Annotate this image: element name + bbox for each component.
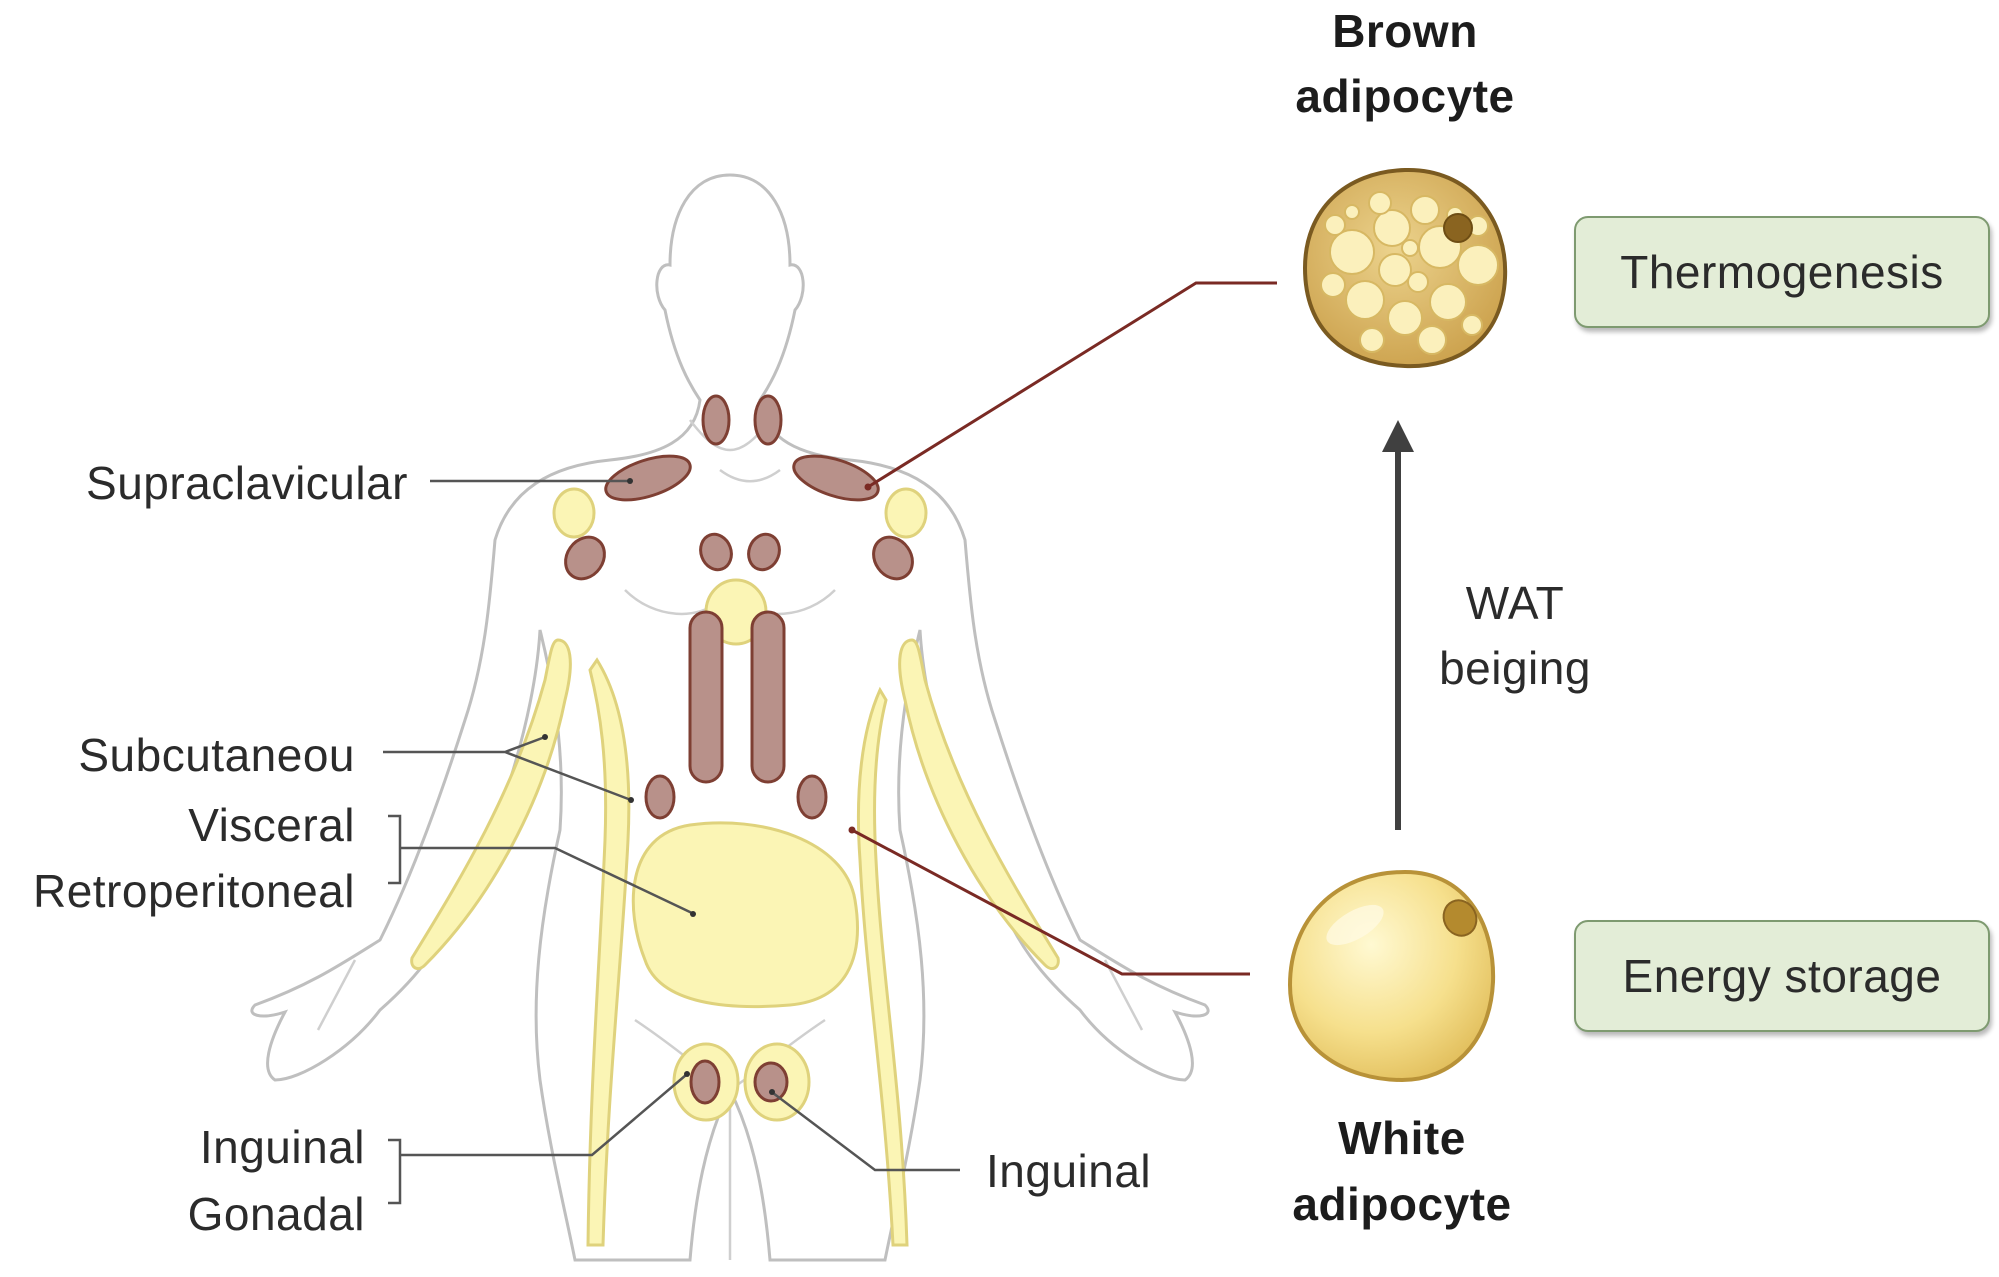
white-adipocyte-title-line2: adipocyte xyxy=(1292,1178,1512,1230)
brown-adipose-depots xyxy=(564,394,914,1105)
beiging-label-line2: beiging xyxy=(1439,642,1591,694)
energy-storage-box: Energy storage xyxy=(1574,920,1990,1032)
bat-perirenal-right xyxy=(796,774,828,820)
bat-neck-left xyxy=(701,394,731,446)
beiging-arrow xyxy=(1382,420,1414,830)
bat-inguinal-left xyxy=(689,1059,721,1105)
bat-axillary-left xyxy=(564,535,606,581)
wat-arm-left xyxy=(410,638,572,970)
brown-adipocyte-icon xyxy=(1302,167,1508,369)
bat-neck-right xyxy=(753,394,783,446)
bat-mediastinal-right xyxy=(747,532,781,572)
label-retroperitoneal: Retroperitoneal xyxy=(32,865,355,917)
bat-paravertebral-left xyxy=(688,610,724,784)
connector-white xyxy=(851,828,1250,976)
thermogenesis-box: Thermogenesis xyxy=(1574,216,1990,328)
leader-visceral xyxy=(400,846,693,915)
wat-shoulder-left xyxy=(552,487,596,539)
white-adipose-depots xyxy=(410,487,1060,1247)
bat-supraclavicular-right xyxy=(792,454,880,502)
brown-adipocyte-title-line1: Brown xyxy=(1332,5,1478,57)
label-subcutaneous: Subcutaneou xyxy=(78,729,355,781)
bat-perirenal-left xyxy=(644,774,676,820)
bat-axillary-right xyxy=(872,535,914,581)
beiging-label-line1: WAT xyxy=(1465,577,1565,629)
wat-arm-right xyxy=(898,638,1060,970)
leader-lines xyxy=(383,478,960,1205)
bat-inguinal-right xyxy=(753,1061,789,1103)
adipocyte-connectors xyxy=(848,281,1277,976)
leader-inguinal-left xyxy=(400,1074,687,1157)
label-supraclavicular: Supraclavicular xyxy=(86,457,408,509)
wat-flank-right xyxy=(856,686,909,1247)
white-adipocyte-icon xyxy=(1287,869,1496,1083)
connector-brown xyxy=(867,281,1277,489)
bracket-inguinal xyxy=(388,1138,402,1205)
wat-shoulder-right xyxy=(884,487,928,539)
white-adipocyte-title-line1: White xyxy=(1338,1112,1466,1164)
bat-paravertebral-right xyxy=(750,610,786,784)
wat-visceral xyxy=(631,821,859,1009)
label-visceral: Visceral xyxy=(188,799,355,851)
bat-supraclavicular-left xyxy=(604,454,692,502)
brown-adipocyte-title-line2: adipocyte xyxy=(1295,70,1515,122)
leader-inguinal-right xyxy=(772,1092,960,1172)
wat-flank-left xyxy=(586,657,631,1247)
label-inguinal-right: Inguinal xyxy=(986,1145,1152,1197)
leader-subcutaneous xyxy=(383,735,632,802)
label-gonadal: Gonadal xyxy=(187,1188,365,1240)
bat-mediastinal-left xyxy=(699,532,733,572)
bracket-visceral xyxy=(388,814,402,885)
label-inguinal-left: Inguinal xyxy=(199,1121,365,1173)
